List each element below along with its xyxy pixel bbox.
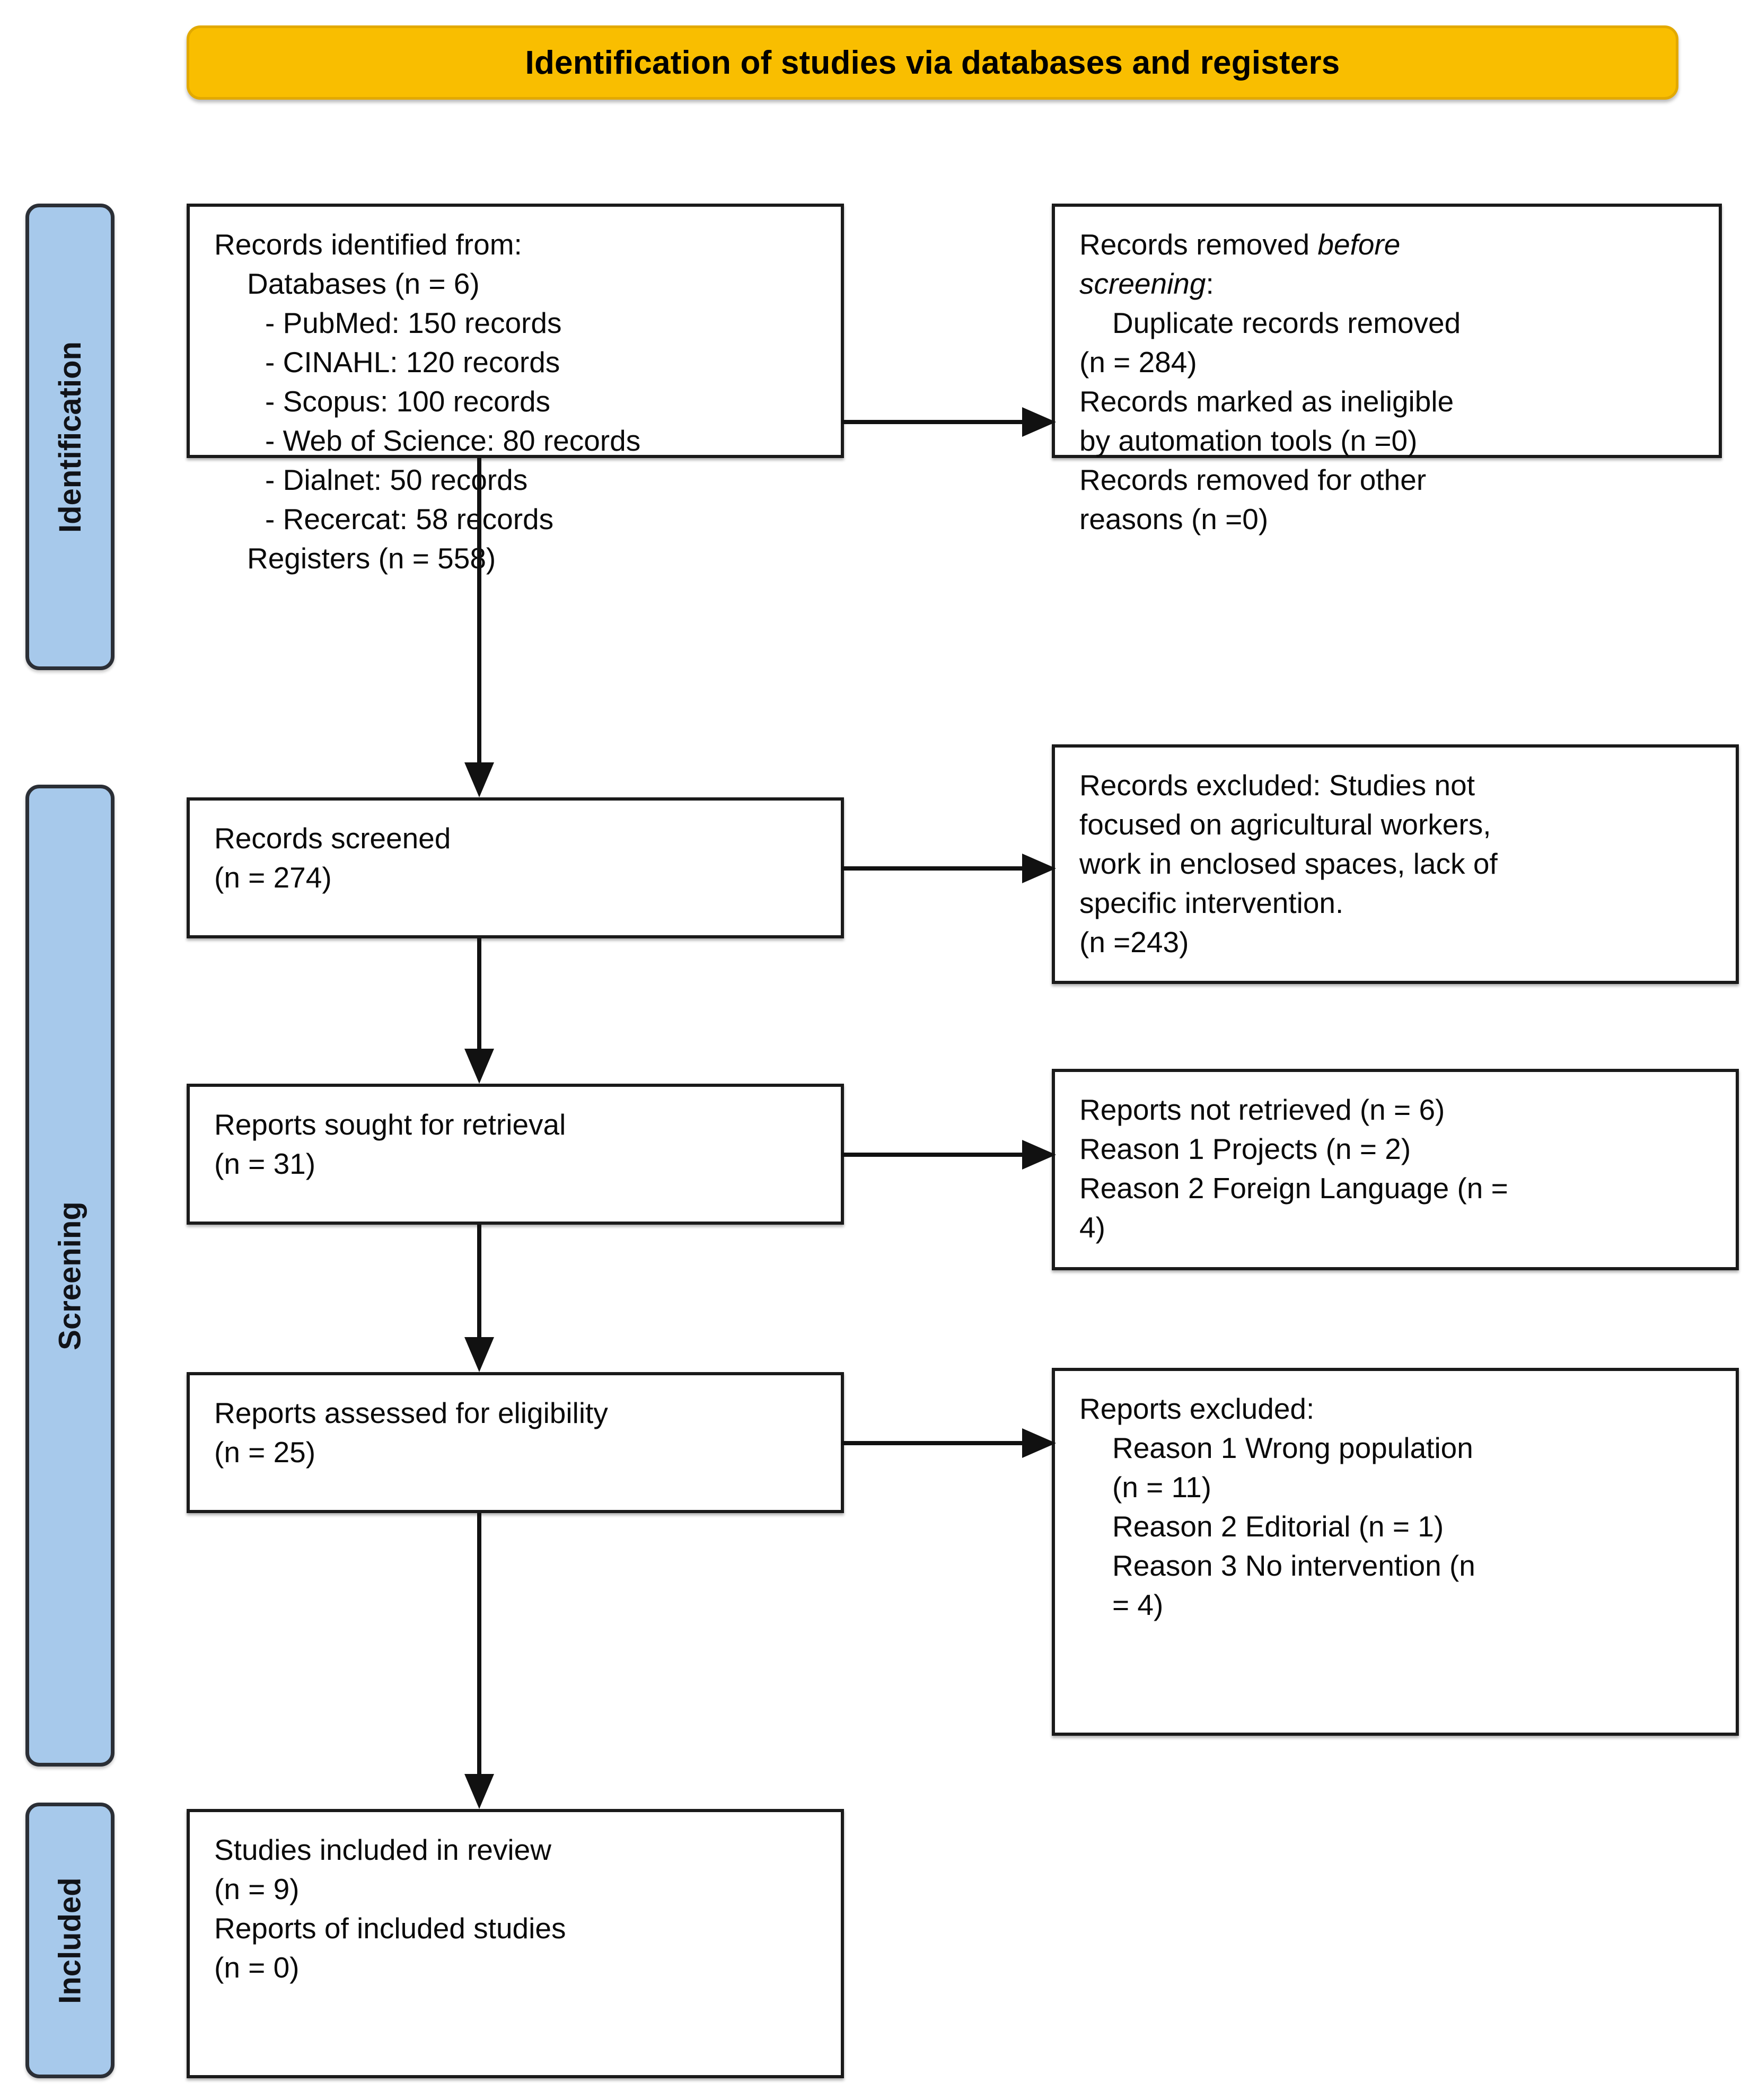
box-line: = 4): [1112, 1588, 1164, 1621]
box-line-emphasis: screening: [1079, 267, 1206, 300]
box-reports-excluded: Reports excluded: Reason 1 Wrong populat…: [1052, 1368, 1739, 1736]
box-line: Databases (n = 6): [247, 267, 480, 300]
box-line: (n = 284): [1079, 346, 1197, 379]
box-line-text: Records removed: [1079, 228, 1318, 261]
box-line-emphasis: before: [1317, 228, 1401, 261]
diagram-header-banner: Identification of studies via databases …: [187, 25, 1678, 100]
box-line: screening:: [1079, 264, 1703, 303]
arrow-screened-to-sought: [460, 938, 498, 1084]
box-line: (n = 11): [1112, 1471, 1211, 1504]
box-line: - PubMed: 150 records: [265, 306, 562, 339]
arrow-sought-to-not-retrieved: [842, 1136, 1056, 1174]
box-line: Records removed before: [1079, 225, 1703, 264]
box-reports-sought-for-retrieval: Reports sought for retrieval (n = 31): [187, 1084, 844, 1225]
stage-label-screening: Screening: [52, 1201, 87, 1350]
box-line: reasons (n =0): [1079, 503, 1269, 535]
arrow-screened-to-records-excluded: [842, 849, 1056, 888]
box-line: (n = 31): [214, 1147, 316, 1180]
box-line: Reports assessed for eligibility: [214, 1396, 608, 1429]
box-line: - CINAHL: 120 records: [265, 346, 560, 379]
box-line: Records excluded: Studies not: [1079, 769, 1475, 802]
box-line: Registers (n = 558): [247, 542, 496, 575]
box-records-removed-before-screening: Records removed before screening: Duplic…: [1052, 204, 1722, 535]
box-line-text: :: [1206, 267, 1214, 300]
stage-band-screening: Screening: [25, 785, 115, 1767]
box-line: (n = 274): [214, 861, 332, 894]
box-line: (n = 25): [214, 1436, 316, 1469]
box-line: Studies included in review: [214, 1833, 551, 1866]
box-line: Records screened: [214, 822, 451, 855]
stage-band-identification: Identification: [25, 204, 115, 670]
box-records-screened: Records screened (n = 274): [187, 797, 844, 938]
box-line: - Scopus: 100 records: [265, 385, 551, 418]
box-line: Records removed for other: [1079, 463, 1427, 496]
box-line: - Dialnet: 50 records: [265, 463, 528, 496]
box-line: by automation tools (n =0): [1079, 424, 1418, 457]
box-line: focused on agricultural workers,: [1079, 808, 1491, 841]
arrow-sought-to-assessed: [460, 1225, 498, 1372]
box-studies-included-in-review: Studies included in review (n = 9) Repor…: [187, 1809, 844, 2078]
box-line: Reason 3 No intervention (n: [1112, 1549, 1475, 1582]
box-line: work in enclosed spaces, lack of: [1079, 847, 1498, 880]
box-line: Duplicate records removed: [1112, 306, 1461, 339]
box-line: Reports not retrieved (n = 6): [1079, 1093, 1445, 1126]
stage-label-identification: Identification: [52, 341, 87, 533]
box-line: Reports sought for retrieval: [214, 1108, 566, 1141]
stage-label-included: Included: [52, 1877, 87, 2004]
box-line: Records marked as ineligible: [1079, 385, 1454, 418]
arrow-assessed-to-reports-excluded: [842, 1424, 1056, 1462]
box-reports-not-retrieved: Reports not retrieved (n = 6) Reason 1 P…: [1052, 1069, 1739, 1270]
box-records-identified: Records identified from: Databases (n = …: [187, 204, 844, 575]
box-line: Reason 1 Projects (n = 2): [1079, 1132, 1411, 1165]
box-line: Reason 2 Editorial (n = 1): [1112, 1510, 1444, 1543]
box-reports-assessed-for-eligibility: Reports assessed for eligibility (n = 25…: [187, 1372, 844, 1513]
box-line: Records identified from:: [214, 228, 522, 261]
stage-band-included: Included: [25, 1803, 115, 2078]
arrow-assessed-to-included: [460, 1513, 498, 1809]
arrow-identified-to-screened: [460, 458, 498, 797]
box-line: Reports of included studies: [214, 1912, 566, 1945]
box-line: - Web of Science: 80 records: [265, 424, 641, 457]
box-line: - Recercat: 58 records: [265, 503, 554, 535]
box-records-excluded: Records excluded: Studies not focused on…: [1052, 744, 1739, 984]
page-title: Identification of studies via databases …: [525, 44, 1340, 81]
box-line: (n = 0): [214, 1951, 300, 1984]
box-line: specific intervention.: [1079, 886, 1344, 919]
box-line: Reason 1 Wrong population: [1112, 1431, 1473, 1464]
box-line: 4): [1079, 1211, 1105, 1244]
box-line: (n =243): [1079, 926, 1189, 959]
box-line: Reports excluded:: [1079, 1392, 1315, 1425]
box-line: Reason 2 Foreign Language (n =: [1079, 1172, 1508, 1205]
box-line: (n = 9): [214, 1873, 300, 1905]
arrow-identified-to-removed: [842, 403, 1056, 441]
